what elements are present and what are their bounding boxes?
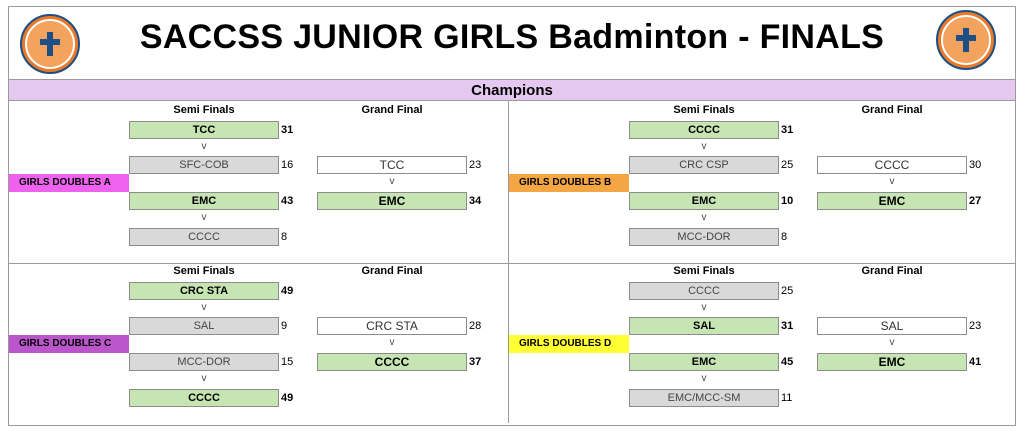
final-top-team[interactable]: TCC (317, 156, 467, 174)
versus-label: v (201, 373, 207, 384)
semi2-bottom-team[interactable]: MCC-DOR (629, 228, 779, 246)
versus-label: v (201, 141, 207, 152)
section-divider-vertical (508, 101, 509, 423)
versus-label: v (701, 373, 707, 384)
event-label: GIRLS DOUBLES A (9, 174, 129, 192)
final-bottom-score: 34 (469, 195, 482, 207)
semi2-top-score: 45 (781, 356, 794, 368)
school-crest-icon-right (936, 10, 996, 70)
semi2-top-team[interactable]: EMC (129, 192, 279, 210)
semi1-bottom-team[interactable]: SFC-COB (129, 156, 279, 174)
cross-icon (40, 32, 60, 56)
final-top-score: 28 (469, 320, 482, 332)
semi2-top-score: 15 (281, 356, 294, 368)
versus-label: v (389, 176, 395, 187)
semi1-bottom-team[interactable]: SAL (629, 317, 779, 335)
final-top-team[interactable]: CCCC (817, 156, 967, 174)
section-divider-horizontal (9, 263, 1015, 264)
semi1-top-team[interactable]: CCCC (629, 282, 779, 300)
semi1-bottom-score: 9 (281, 320, 288, 332)
semi2-bottom-score: 49 (281, 392, 294, 404)
semi1-top-score: 49 (281, 285, 294, 297)
semi2-bottom-score: 11 (781, 392, 793, 404)
final-bottom-team[interactable]: EMC (817, 353, 967, 371)
semi1-top-team[interactable]: TCC (129, 121, 279, 139)
semi1-top-team[interactable]: CCCC (629, 121, 779, 139)
final-top-team[interactable]: SAL (817, 317, 967, 335)
final-bottom-team[interactable]: EMC (817, 192, 967, 210)
event-label: GIRLS DOUBLES C (9, 335, 129, 353)
versus-label: v (889, 176, 895, 187)
final-top-team[interactable]: CRC STA (317, 317, 467, 335)
final-bottom-score: 27 (969, 195, 982, 207)
grand-final-header: Grand Final (861, 265, 923, 277)
versus-label: v (201, 212, 207, 223)
semi2-top-team[interactable]: EMC (629, 353, 779, 371)
semi1-bottom-team[interactable]: SAL (129, 317, 279, 335)
final-bottom-score: 41 (969, 356, 982, 368)
versus-label: v (389, 337, 395, 348)
grand-final-header: Grand Final (361, 265, 423, 277)
semi1-bottom-team[interactable]: CRC CSP (629, 156, 779, 174)
grand-final-header: Grand Final (361, 104, 423, 116)
semi2-bottom-team[interactable]: EMC/MCC-SM (629, 389, 779, 407)
semi-finals-header: Semi Finals (673, 104, 735, 116)
school-crest-icon-left (20, 14, 80, 74)
semi1-top-score: 31 (781, 124, 794, 136)
versus-label: v (889, 337, 895, 348)
grand-final-header: Grand Final (861, 104, 923, 116)
semi2-top-score: 43 (281, 195, 294, 207)
final-bottom-team[interactable]: EMC (317, 192, 467, 210)
semi-finals-header: Semi Finals (673, 265, 735, 277)
versus-label: v (701, 302, 707, 313)
semi1-bottom-score: 25 (781, 159, 794, 171)
semi2-bottom-score: 8 (281, 231, 288, 243)
final-top-score: 23 (969, 320, 982, 332)
semi2-bottom-team[interactable]: CCCC (129, 228, 279, 246)
semi1-top-score: 25 (781, 285, 794, 297)
final-top-score: 30 (969, 159, 982, 171)
versus-label: v (701, 141, 707, 152)
semi2-top-team[interactable]: EMC (629, 192, 779, 210)
semi2-top-score: 10 (781, 195, 794, 207)
page-title: SACCSS JUNIOR GIRLS Badminton - FINALS (139, 18, 885, 56)
semi-finals-header: Semi Finals (173, 104, 235, 116)
final-bottom-team[interactable]: CCCC (317, 353, 467, 371)
cross-icon (956, 28, 976, 52)
semi-finals-header: Semi Finals (173, 265, 235, 277)
page-frame (8, 6, 1016, 426)
semi1-top-score: 31 (281, 124, 294, 136)
semi1-bottom-score: 31 (781, 320, 794, 332)
final-bottom-score: 37 (469, 356, 482, 368)
versus-label: v (201, 302, 207, 313)
versus-label: v (701, 212, 707, 223)
semi1-bottom-score: 16 (281, 159, 294, 171)
semi1-top-team[interactable]: CRC STA (129, 282, 279, 300)
event-label: GIRLS DOUBLES B (509, 174, 629, 192)
champions-banner: Champions (9, 79, 1015, 101)
semi2-top-team[interactable]: MCC-DOR (129, 353, 279, 371)
semi2-bottom-team[interactable]: CCCC (129, 389, 279, 407)
semi2-bottom-score: 8 (781, 231, 788, 243)
final-top-score: 23 (469, 159, 482, 171)
event-label: GIRLS DOUBLES D (509, 335, 629, 353)
